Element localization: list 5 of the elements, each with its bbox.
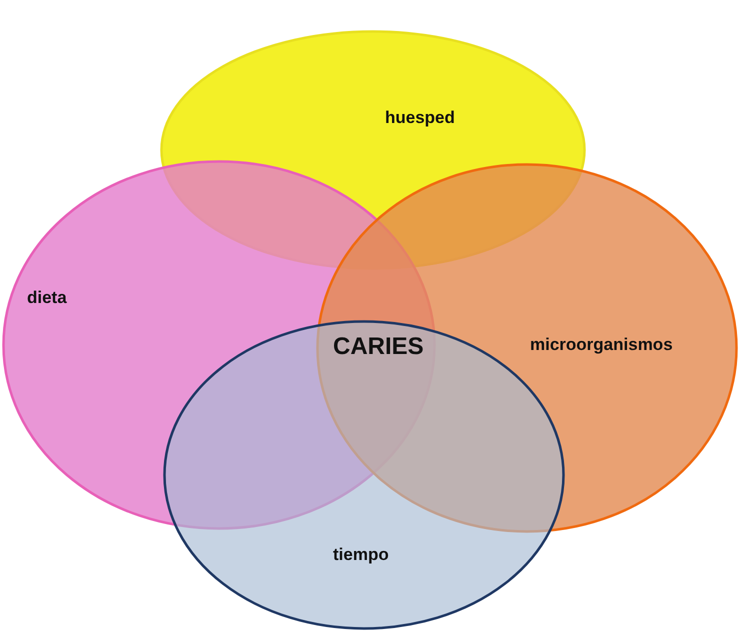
set-label: tiempo (333, 545, 389, 565)
set-label: microorganismos (530, 335, 673, 355)
set-label: dieta (27, 288, 67, 308)
center-label: CARIES (333, 333, 424, 361)
set-label: huesped (385, 108, 455, 128)
